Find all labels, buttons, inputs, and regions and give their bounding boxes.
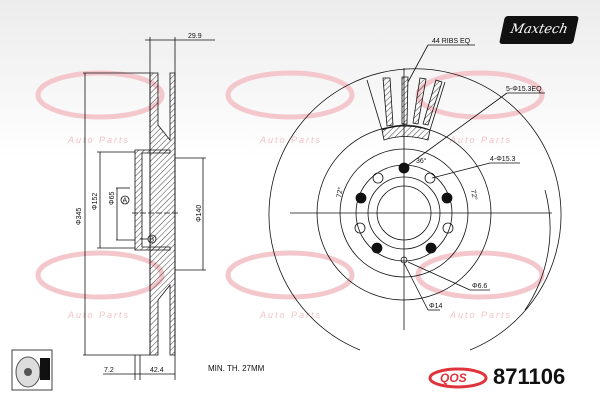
dim-offset: 7.2 [104,367,114,374]
dim-bore-dia: Φ65 [109,192,116,205]
qos-logo: QOS [428,367,488,389]
watermark-text: Auto Parts [259,310,322,320]
watermark-text: Auto Parts [67,310,130,320]
label-small-hole: Φ6.6 [472,283,487,290]
front-view [268,44,562,351]
dim-inner-dia: Φ140 [196,205,203,222]
dim-width-top: 29.9 [188,33,202,40]
label-angle-72-left: 72° [335,186,345,198]
label-holes-5: 5-Φ15.3EQ [506,86,542,93]
watermark-logos [35,70,545,300]
label-counterbore: Φ14 [429,303,442,310]
dim-height: 42.4 [150,367,164,374]
label-ribs: 44 RIBS EQ [432,38,471,45]
dim-hat-dia: Φ152 [92,193,99,210]
watermark-text: Auto Parts [449,310,512,320]
label-angle-72-right: 72° [469,189,479,201]
watermark-text: Auto Parts [259,135,322,145]
label-angle-36: 36° [416,157,427,165]
disc-thumbnail-icon [11,349,53,391]
min-thickness: MIN. TH. 27MM [208,364,265,373]
datum-a: A [123,198,128,205]
watermark-text: Auto Parts [67,135,130,145]
section-view [83,37,215,380]
maxtech-logo: Maxtech [499,16,579,44]
datum-b: B [150,237,155,244]
watermark-text: Auto Parts [449,135,512,145]
svg-text:QOS: QOS [440,371,467,385]
part-number: 871106 [493,364,566,389]
dim-outer-dia: Φ345 [76,208,83,225]
label-holes-4: 4-Φ15.3 [490,156,516,163]
